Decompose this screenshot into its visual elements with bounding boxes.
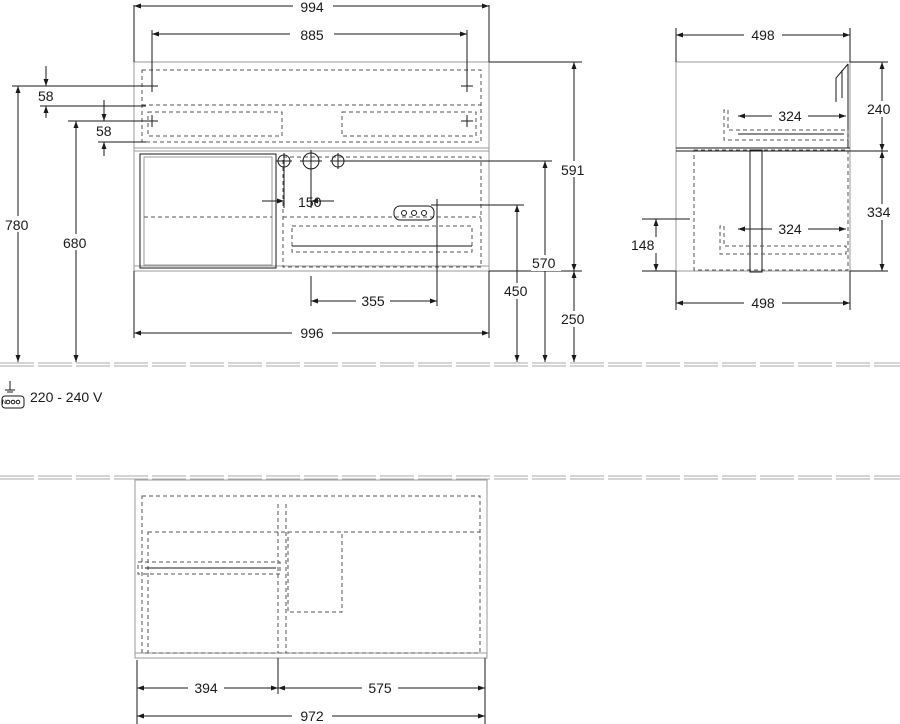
electrical-legend: N 220 - 240 V <box>1 381 103 409</box>
side-cabinet-outline <box>675 61 851 272</box>
front-left-drawer <box>139 153 277 269</box>
dim-offset-top-1: 58 <box>38 88 54 104</box>
plan-view: 394 575 972 <box>134 479 488 724</box>
tap-connection-center <box>300 150 322 172</box>
power-outlet <box>393 205 435 221</box>
side-view: 498 324 240 324 334 148 498 <box>630 27 896 311</box>
dim-side-depth-bottom: 498 <box>751 295 775 311</box>
dim-plan-left: 394 <box>194 680 218 696</box>
dim-holes-spacing: 885 <box>300 27 324 43</box>
front-right-compartment <box>282 156 482 268</box>
dim-tap-offset: 150 <box>298 194 322 210</box>
dim-floor-clearance: 250 <box>561 311 585 327</box>
mount-point-right <box>461 80 473 92</box>
dim-plan-total: 972 <box>300 708 324 724</box>
tap-connection-left <box>276 153 292 169</box>
dim-side-lower-height: 334 <box>867 204 891 220</box>
dim-cabinet-to-floor: 570 <box>532 255 556 271</box>
svg-text:N: N <box>2 400 6 406</box>
dim-side-lower-drawer: 324 <box>778 221 802 237</box>
side-lower-drawer <box>693 149 849 271</box>
plan-cabinet-outline <box>134 479 488 659</box>
dim-plan-right: 575 <box>368 680 392 696</box>
dim-offset-top-2: 58 <box>96 123 112 139</box>
dim-side-upper-drawer: 324 <box>778 108 802 124</box>
dim-width-top: 994 <box>300 0 324 15</box>
front-view: 994 885 58 58 780 680 591 570 250 450 15… <box>4 0 590 362</box>
dim-width-bottom: 996 <box>300 325 324 341</box>
side-upper-drawer <box>723 109 849 141</box>
dim-outlet-offset: 355 <box>361 293 385 309</box>
dim-height-total: 780 <box>5 217 29 233</box>
dim-side-depth-top: 498 <box>751 27 775 43</box>
power-socket-icon: N <box>1 381 25 409</box>
plan-left-drawer <box>137 561 281 575</box>
dim-outlet-height: 450 <box>504 283 528 299</box>
dim-side-upper-height: 240 <box>867 101 891 117</box>
dim-height-mount: 680 <box>63 235 87 251</box>
dim-cabinet-height: 591 <box>561 162 585 178</box>
voltage-label: 220 - 240 V <box>30 389 103 405</box>
front-cabinet-outline <box>133 61 490 272</box>
mount-point-left <box>146 80 158 92</box>
dim-side-plinth-height: 148 <box>631 237 655 253</box>
